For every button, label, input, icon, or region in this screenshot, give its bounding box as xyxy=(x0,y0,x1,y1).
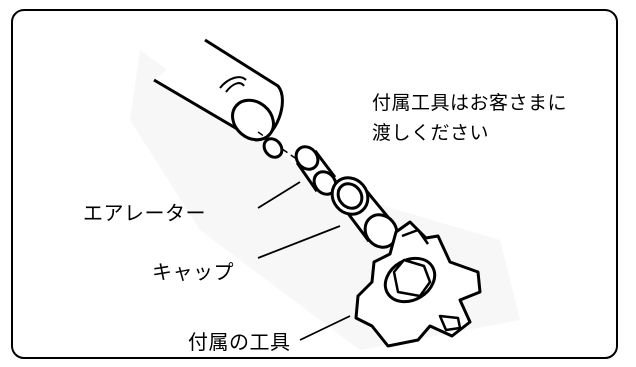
o-ring-icon xyxy=(262,137,284,159)
faucet-pipe-icon xyxy=(153,38,284,142)
tool-leader xyxy=(299,315,351,341)
cap-leader xyxy=(257,225,341,259)
tool-icon xyxy=(354,220,482,348)
aerator-icon xyxy=(294,145,338,196)
note-line-1: 付属工具はお客さまに xyxy=(372,92,568,114)
figure-frame xyxy=(11,9,618,359)
note-line-2: 渡しください xyxy=(372,122,490,144)
aerator-label: エアレーター xyxy=(83,201,206,225)
aerator-leader xyxy=(257,181,301,209)
tool-label: 付属の工具 xyxy=(188,330,291,354)
cap-icon xyxy=(330,176,399,249)
cap-label: キャップ xyxy=(152,260,234,284)
